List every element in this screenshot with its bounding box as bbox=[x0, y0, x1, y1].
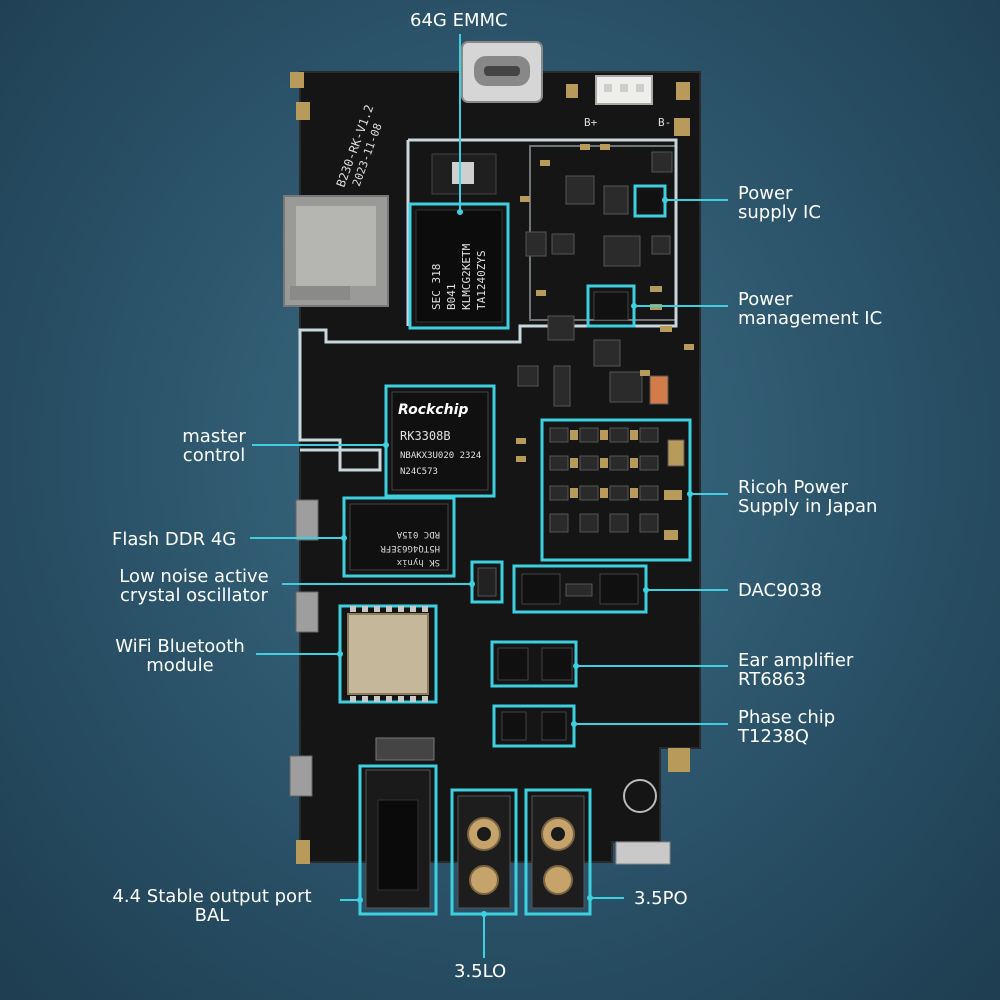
label-phase-chip-line-1: Phase chip bbox=[738, 707, 836, 728]
label-ricoh: Ricoh Power Supply in Japan bbox=[738, 478, 877, 516]
label-master-control-line-1: master bbox=[182, 426, 246, 447]
phase-chip-right bbox=[541, 711, 567, 741]
side-button-2 bbox=[295, 591, 319, 633]
ear-amp-chip-left bbox=[497, 647, 529, 681]
emmc-line-2: B041 bbox=[445, 284, 458, 311]
label-ricoh-line-1: Ricoh Power bbox=[738, 477, 848, 498]
pmic-chip bbox=[593, 291, 629, 321]
label-ear-amp-line-1: Ear amplifier bbox=[738, 650, 854, 671]
label-phase-chip-line-2: T1238Q bbox=[738, 726, 809, 747]
label-ear-amp: Ear amplifier RT6863 bbox=[738, 651, 853, 689]
label-dac: DAC9038 bbox=[738, 580, 822, 601]
label-flash-ddr: Flash DDR 4G bbox=[112, 529, 237, 550]
label-oscillator-line-2: crystal oscillator bbox=[120, 585, 268, 606]
label-power-supply-ic: Power supply IC bbox=[738, 184, 821, 222]
emmc-line-1: SEC 318 bbox=[430, 264, 443, 310]
label-oscillator-line-1: Low noise active bbox=[119, 566, 269, 587]
side-button-3 bbox=[289, 755, 313, 797]
dac-chip-right bbox=[599, 573, 639, 605]
ddr-line-1: SK hynix bbox=[396, 557, 440, 567]
soc-line-3: N24C573 bbox=[400, 467, 438, 477]
label-bal-output: 4.4 Stable output port BAL bbox=[96, 887, 328, 925]
wifi-module bbox=[347, 613, 429, 695]
battery-minus-label: B- bbox=[658, 116, 671, 129]
phase-chip-left bbox=[501, 711, 527, 741]
ear-amp-chip-right bbox=[541, 647, 573, 681]
label-power-supply-ic-line-2: supply IC bbox=[738, 202, 821, 223]
label-power-supply-ic-line-1: Power bbox=[738, 183, 793, 204]
label-wifi-bt: WiFi Bluetooth module bbox=[104, 637, 256, 675]
emmc-line-3: KLMCG2KETM bbox=[460, 243, 473, 310]
label-master-control: master control bbox=[172, 427, 256, 465]
ddr-chip bbox=[349, 503, 449, 571]
bal-highlight bbox=[358, 764, 438, 916]
soc-line-1: RK3308B bbox=[400, 429, 451, 443]
label-wifi-bt-line-2: module bbox=[146, 655, 214, 676]
label-phase-chip: Phase chip T1238Q bbox=[738, 708, 835, 746]
ddr-line-2: H5TQ4G63EFR bbox=[380, 543, 440, 553]
label-bal-output-line-1: 4.4 Stable output port bbox=[112, 886, 312, 907]
soc-brand: Rockchip bbox=[398, 402, 468, 418]
emmc-line-4: TA1240ZYS bbox=[475, 250, 488, 310]
ddr-line-3: RDC 015A bbox=[396, 529, 440, 539]
soc-highlight bbox=[384, 384, 496, 498]
label-pmic-line-1: Power bbox=[738, 289, 793, 310]
label-po: 3.5PO bbox=[634, 888, 688, 909]
power-supply-ic bbox=[640, 191, 660, 211]
label-pmic: Power management IC bbox=[738, 290, 882, 328]
emmc-chip bbox=[415, 209, 503, 323]
label-wifi-bt-line-1: WiFi Bluetooth bbox=[115, 636, 245, 657]
label-lo: 3.5LO bbox=[454, 961, 507, 982]
dac-chip-left bbox=[521, 573, 561, 605]
side-button-1 bbox=[295, 499, 319, 541]
label-master-control-line-2: control bbox=[182, 445, 246, 466]
ricoh-highlight bbox=[540, 418, 692, 562]
label-oscillator: Low noise active crystal oscillator bbox=[106, 567, 282, 605]
label-ear-amp-line-2: RT6863 bbox=[738, 669, 807, 690]
po-highlight bbox=[524, 788, 592, 916]
battery-plus-label: B+ bbox=[584, 116, 598, 129]
soc-chip bbox=[391, 391, 489, 491]
label-pmic-line-2: management IC bbox=[738, 308, 883, 329]
label-bal-output-line-2: BAL bbox=[194, 905, 230, 926]
soc-line-2: NBAKX3U020 2324 bbox=[400, 451, 481, 461]
label-emmc: 64G EMMC bbox=[410, 10, 508, 31]
label-ricoh-line-2: Supply in Japan bbox=[738, 496, 878, 517]
